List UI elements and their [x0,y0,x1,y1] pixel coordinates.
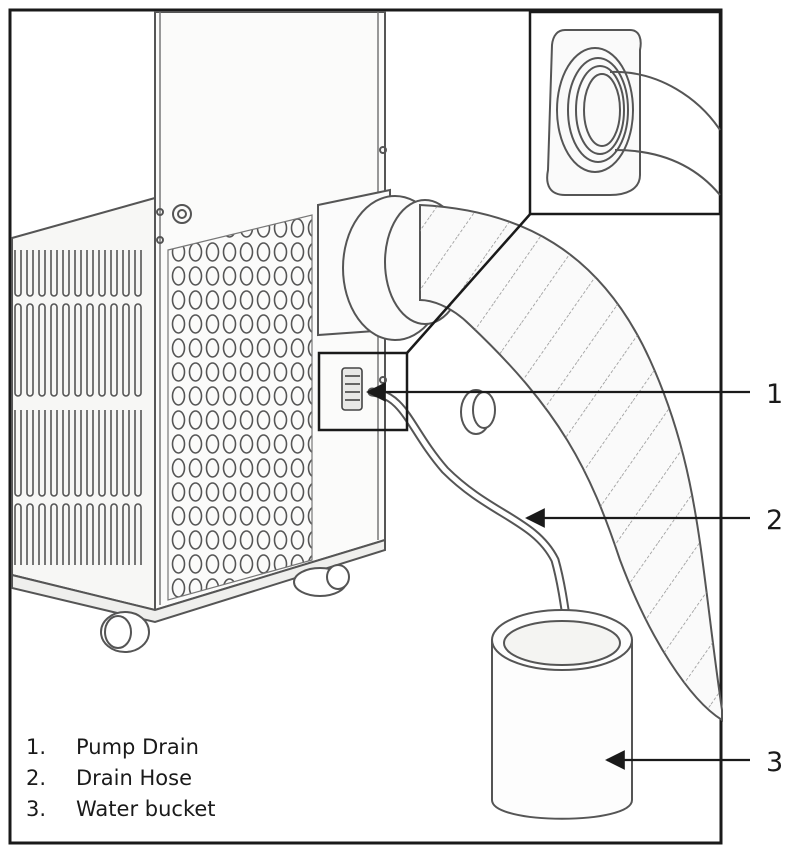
legend-label-1: Pump Drain [76,735,199,759]
air-conditioner-unit [11,11,387,653]
left-grille-upper [14,250,144,400]
wheel-front [100,611,150,653]
callout-number-2: 2 [766,505,783,536]
callout-number-1: 1 [766,379,783,410]
legend-number-2: 2. [26,766,46,790]
wheel-rear [293,564,350,597]
legend-number-1: 1. [26,735,46,759]
drain-cap [460,389,496,435]
legend-label-3: Water bucket [76,797,216,821]
pump-drain-inset [528,10,722,216]
exhaust-hose [419,203,723,722]
callout-number-3: 3 [766,747,783,778]
left-grille-lower [14,410,144,565]
legend: 1. Pump Drain 2. Drain Hose 3. Water buc… [26,735,216,821]
legend-number-3: 3. [26,797,46,821]
legend-label-2: Drain Hose [76,766,192,790]
zoom-leader-line [406,211,533,354]
rear-hex-grille [167,214,313,601]
water-bucket [491,609,633,820]
pump-drain-port [341,367,363,411]
